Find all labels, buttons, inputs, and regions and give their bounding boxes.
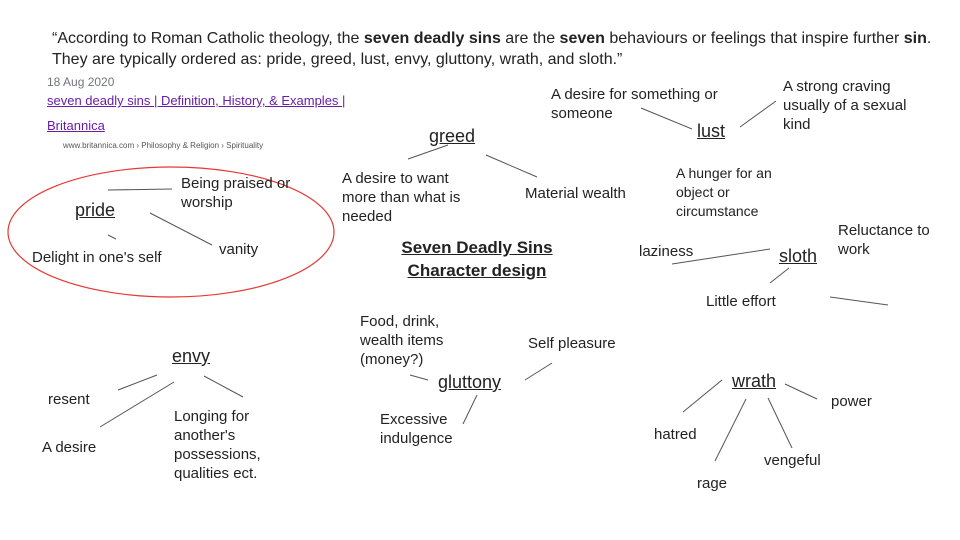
sin-lust: lust [697,121,726,141]
gluttony-label-food: Food, drink, wealth items (money?) [360,313,444,368]
sin-envy: envy [172,346,211,366]
sloth-label-effort: Little effort [706,293,776,310]
wrath-label-hatred: hatred [654,426,697,443]
connector-line [107,234,117,240]
pride-highlight-ellipse [7,166,335,298]
connector-line [784,383,818,400]
lust-label-craving: A strong craving usually of a sexual kin… [783,78,907,133]
quote-line-2: They are typically ordered as: pride, gr… [52,51,623,68]
connector-line [767,397,793,449]
greed-label-material: Material wealth [525,185,626,202]
sin-greed: greed [429,126,476,146]
source-breadcrumb: www.britannica.com › Philosophy & Religi… [63,141,264,150]
source-link-line-2[interactable]: Britannica [47,118,105,133]
connector-line [714,398,747,462]
quote-line-1: “According to Roman Catholic theology, t… [52,30,932,47]
lust-label-desire: A desire for something or someone [551,86,718,122]
connector-line [107,188,173,191]
connector-line [640,107,693,130]
connector-line [203,375,244,398]
envy-label-resent: resent [48,391,90,408]
source-link-line-1[interactable]: seven deadly sins | Definition, History,… [47,93,346,108]
pride-label-vanity: vanity [219,241,259,258]
connector-line [99,381,175,428]
sin-gluttony: gluttony [438,372,502,392]
sloth-label-reluctance: Reluctance to work [838,222,930,258]
wrath-label-rage: rage [697,475,728,492]
pride-label-praised: Being praised or worship [181,175,291,211]
sin-sloth: sloth [779,246,818,266]
connector-line [462,394,478,425]
connector-line [739,100,777,128]
gluttony-label-pleasure: Self pleasure [528,335,616,352]
connector-line [671,248,771,265]
connector-line [829,296,889,306]
source-date: 18 Aug 2020 [47,75,115,89]
gluttony-label-excessive: Excessive indulgence [380,411,453,447]
diagram-title: Seven Deadly Sins Character design [372,236,582,282]
connector-line [149,212,213,246]
sin-pride: pride [75,200,116,220]
envy-label-desire: A desire [42,439,97,456]
title-line-1: Seven Deadly Sins [401,238,553,257]
lust-label-hunger: A hunger for an object or circumstance [676,165,772,219]
connector-line [769,267,790,284]
connector-line [117,374,158,391]
title-line-2: Character design [407,261,547,280]
connector-line [407,144,449,160]
sloth-label-laziness: laziness [639,243,694,260]
connector-line [682,379,723,413]
wrath-label-vengeful: vengeful [764,452,821,469]
connector-line [485,154,538,178]
wrath-label-power: power [831,393,872,410]
pride-label-delight: Delight in one's self [32,249,162,266]
envy-label-longing: Longing for another's possessions, quali… [174,408,261,482]
greed-label-desire: A desire to want more than what is neede… [342,170,461,225]
sin-wrath: wrath [732,371,777,391]
connector-line [409,374,429,381]
quote-text: “According to Roman Catholic theology, t… [52,28,952,70]
connector-line [524,362,553,381]
